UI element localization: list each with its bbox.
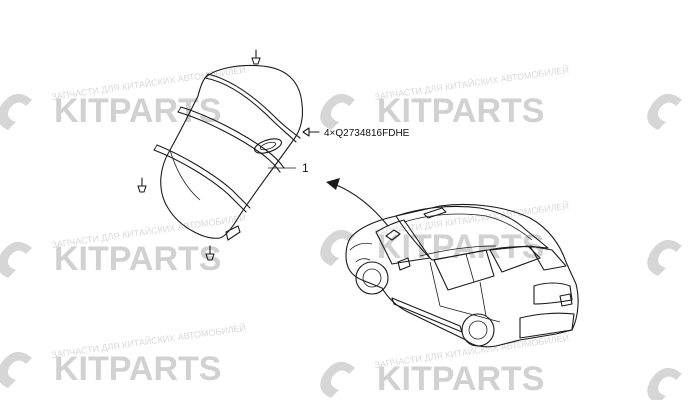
fastener-clip-icon (137, 49, 320, 261)
watermark: KITPARTS ЗАПЧАСТИ ДЛЯ КИТАЙСКИХ АВТОМОБИ… (0, 322, 246, 388)
fastener-part-label: 4×Q2734816FDHE (324, 128, 410, 139)
watermark: KITPARTS ЗАПЧАСТИ ДЛЯ КИТАЙСКИХ АВТОМОБИ… (0, 212, 246, 278)
part-spoiler-drawing (153, 64, 304, 241)
watermark-logo-icon (320, 229, 355, 266)
watermark: KITPARTS ЗАПЧАСТИ ДЛЯ КИТАЙСКИХ АВТОМОБИ… (320, 64, 569, 130)
callout-number: 1 (302, 161, 309, 175)
watermark-brand: KITPARTS (54, 240, 221, 278)
watermark: KITPARTS ЗАПЧАСТИ ДЛЯ КИТАЙСКИХ АВТОМОБИ… (320, 200, 569, 266)
watermark-brand: KITPARTS (54, 350, 221, 388)
watermark-logo-icon (0, 94, 32, 130)
location-arrow-icon (326, 178, 389, 227)
watermark: KITPARTS ЗАПЧАСТИ ДЛЯ КИТАЙСКИХ АВТОМОБИ… (320, 332, 569, 398)
watermark-logo-icon (320, 93, 355, 130)
watermark-logo-icon (320, 361, 355, 398)
watermark-logo-icon (0, 242, 32, 278)
watermark-logo-icon (0, 352, 32, 388)
watermark-layer: KITPARTS ЗАПЧАСТИ ДЛЯ КИТАЙСКИХ АВТОМОБИ… (0, 64, 682, 400)
watermark-brand: KITPARTS (377, 92, 544, 130)
vehicle-drawing (345, 204, 579, 348)
watermark: KITPARTS ЗАПЧАСТИ ДЛЯ КИТАЙСКИХ АВТОМОБИ… (0, 64, 246, 130)
watermark-logo-icon (647, 93, 682, 400)
watermark-brand: KITPARTS (377, 360, 544, 398)
